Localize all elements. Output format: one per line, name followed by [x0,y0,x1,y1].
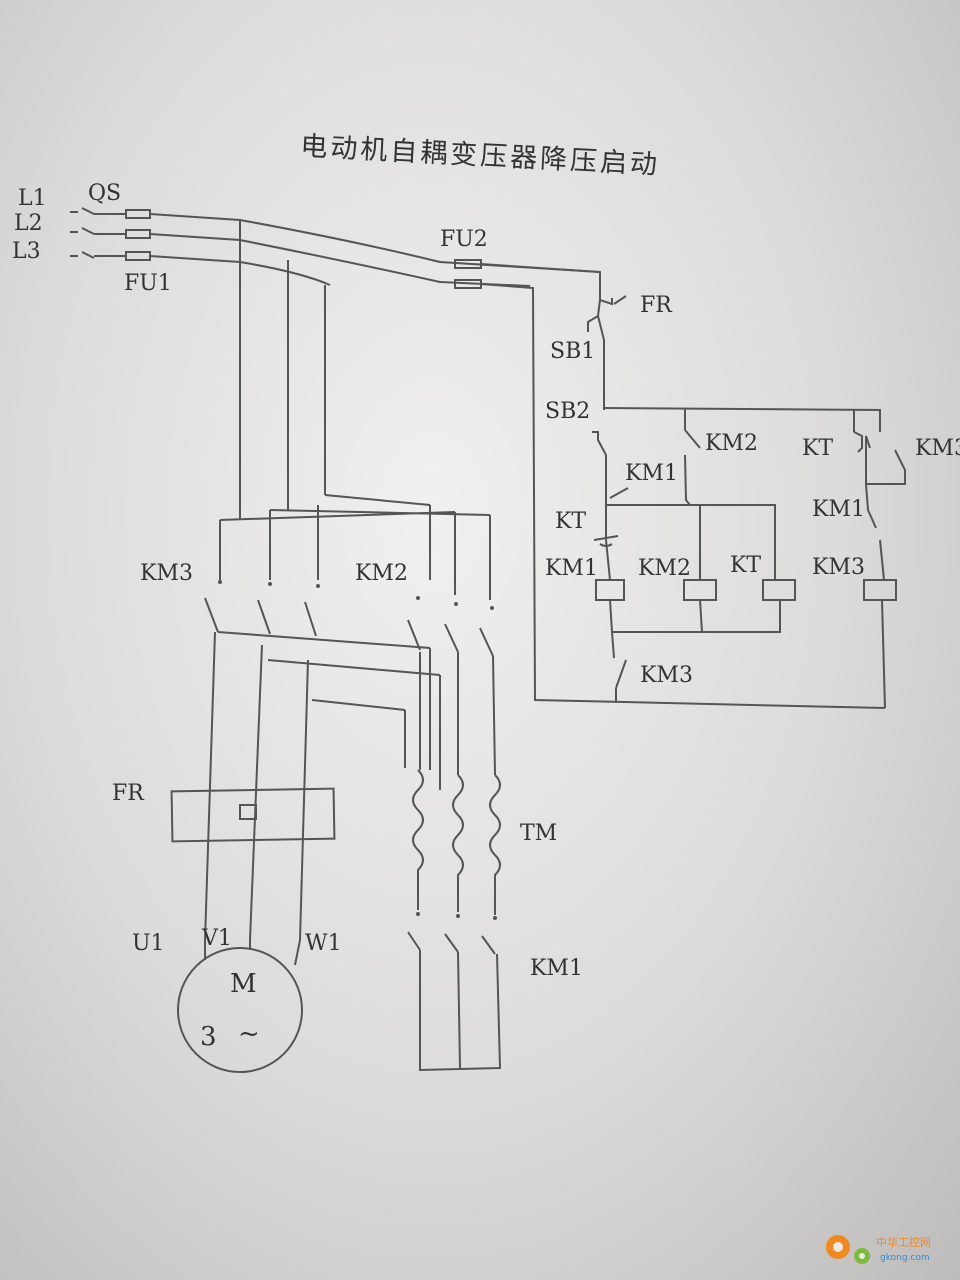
label-fu1: FU1 [124,271,172,296]
tm-autotransformer: TM [412,769,557,915]
motor: U1 V1 W1 M 3 ~ [132,926,342,1073]
control-circuit: FR SB1 SB2 KM2 KT KM3 KM1 KT KM1 KM1 [480,263,960,709]
label-km2-main: KM2 [355,561,408,586]
label-coil-km1: KM1 [545,556,598,581]
km1-aux-contact [606,487,690,506]
fu1-fuse-2 [125,229,151,239]
site-watermark: 中华工控网 gkong.com [826,1235,931,1264]
label-l2: L2 [14,211,43,236]
fr-nc-contact [599,295,627,306]
coil-km2 [683,579,717,601]
km1-star-contacts: KM1 [407,912,583,1072]
label-coil-kt: KT [730,553,761,578]
label-km3-branch: KM3 [915,436,960,461]
coil-km1 [595,579,625,601]
tm-winding-3 [489,774,501,915]
label-km1-main: KM1 [530,956,583,981]
label-kt-nc: KT [555,509,586,534]
label-tm: TM [520,821,557,846]
sb2-start-button [592,431,607,540]
three-phase-bus [94,213,601,515]
power-distribution [219,494,491,600]
qs-switch [70,207,95,259]
diagram-title: 电动机自耦变压器降压启动 [300,131,661,181]
supply-inputs: L1 L2 L3 QS FU1 [12,181,172,296]
fr-relay-element [239,804,257,820]
motor-label-3: 3 [200,1022,217,1052]
fr-relay-box [170,787,336,843]
km2-main-contacts: KM2 [355,561,494,657]
label-l1: L1 [18,186,47,211]
watermark-brand: 中华工控网 [876,1235,931,1249]
label-kt-contact: KT [802,436,833,461]
fu1-fuse-3 [125,251,151,261]
label-km3-nc: KM3 [640,663,693,688]
motor-label-m: M [230,969,257,999]
label-km3-main: KM3 [140,561,193,586]
fr-thermal-relay: FR [112,781,336,843]
km3-main-contacts: KM3 [140,561,320,637]
label-fr-main: FR [112,781,145,806]
label-l3: L3 [12,239,41,264]
coil-kt [762,579,796,601]
tm-winding-1 [412,769,424,910]
label-km1-nc: KM1 [812,497,865,522]
label-km1-aux: KM1 [625,461,678,486]
label-u1: U1 [132,931,165,956]
label-coil-km3: KM3 [812,555,865,580]
label-qs: QS [88,181,121,206]
label-fr-contact: FR [640,293,673,318]
motor-label-tilde: ~ [238,1019,260,1049]
label-w1: W1 [305,931,342,956]
label-km2-no: KM2 [705,431,758,456]
coil-km3 [863,579,897,601]
fu2-fuses: FU2 [440,227,488,289]
tm-winding-2 [452,774,464,912]
motor-symbol [177,947,303,1073]
label-fu2: FU2 [440,227,488,252]
motor-feeds [204,631,496,941]
km1-nc-contact [865,483,885,581]
sb1-stop-button [587,299,605,410]
label-v1: V1 [201,926,232,951]
label-sb1: SB1 [550,339,595,364]
watermark-site: gkong.com [880,1253,930,1263]
label-coil-km2: KM2 [638,556,691,581]
label-sb2: SB2 [545,399,590,424]
fu1-fuse-1 [125,209,151,219]
kt-timed-contact [853,431,906,485]
km3-nc-contact [611,631,627,703]
